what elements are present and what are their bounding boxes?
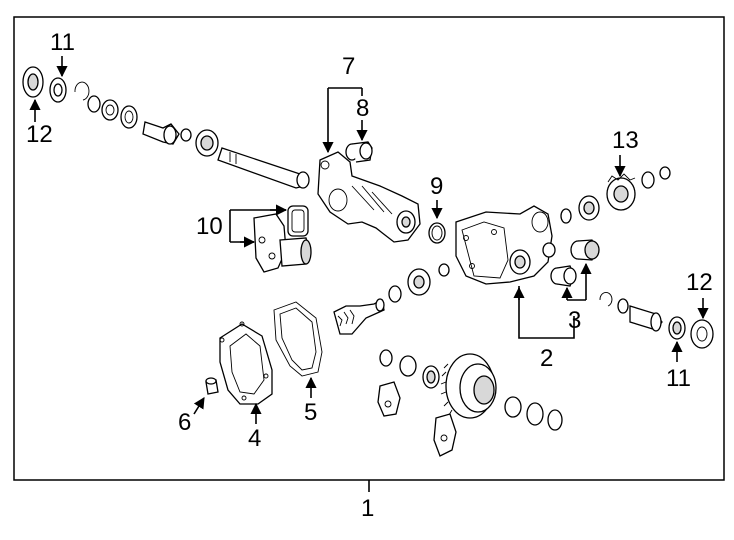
bushing-3a (550, 265, 577, 287)
right-ring-a (560, 208, 572, 224)
right-inner-shaft (629, 305, 663, 332)
callout-5: 5 (304, 399, 317, 426)
leader-7 (328, 87, 362, 152)
pinion-bearing (407, 268, 431, 296)
left-small-ring (180, 128, 192, 142)
callout-13: 13 (612, 127, 639, 154)
lower-ring-d (526, 402, 544, 426)
right-snap-ring (599, 292, 613, 307)
left-washer-c-inner (124, 110, 134, 124)
actuator-seal (287, 205, 309, 237)
callout-11-right: 11 (666, 365, 691, 392)
left-bearing (195, 129, 219, 157)
left-washer-c (120, 105, 138, 129)
right-bearing-11 (668, 316, 686, 340)
lower-bearing (422, 365, 440, 389)
left-snap-ring (74, 81, 90, 101)
cover-gasket-5 (273, 301, 323, 377)
pinion-ring-a (438, 263, 450, 277)
left-axle-seal-12 (22, 66, 44, 98)
lower-ring-b (399, 355, 417, 377)
callout-4: 4 (248, 425, 261, 452)
fill-plug-6 (205, 377, 219, 395)
callout-6: 6 (178, 409, 191, 436)
left-washer-a (87, 95, 101, 113)
callout-7: 7 (342, 53, 355, 80)
o-ring-9 (428, 222, 446, 244)
bearing-cap-a (377, 381, 401, 417)
left-washer-b (101, 99, 119, 121)
right-seal-12 (690, 319, 714, 349)
side-gear-13 (606, 173, 636, 211)
leader-2 (518, 286, 575, 339)
differential-housing-2 (455, 205, 556, 285)
callout-12-right: 12 (686, 269, 713, 296)
callout-8: 8 (356, 95, 369, 122)
lower-ring-a (379, 349, 393, 367)
callout-11-left: 11 (50, 29, 75, 56)
callout-9: 9 (430, 173, 443, 200)
bearing-cap-b (433, 413, 457, 457)
diff-cover-4 (219, 321, 273, 405)
callout-12-left: 12 (26, 121, 53, 148)
callout-10: 10 (196, 213, 223, 240)
lower-ring-c (504, 396, 522, 418)
pinion-ring-b (388, 285, 402, 303)
diagram-frame (13, 16, 725, 481)
pinion-gear (333, 298, 385, 335)
callout-2: 2 (540, 345, 553, 372)
actuator-10 (253, 213, 312, 273)
right-ring-b (641, 171, 655, 189)
leader-6 (193, 397, 205, 415)
right-washer (617, 298, 629, 314)
bushing-3b (570, 239, 600, 261)
callout-3: 3 (568, 307, 581, 334)
left-washer-b-inner (105, 104, 115, 116)
left-long-shaft (217, 147, 310, 189)
right-ring-c (659, 166, 671, 180)
left-axle-bearing-11 (49, 77, 67, 103)
carrier-bracket-7 (317, 151, 421, 243)
bushing-8 (345, 141, 373, 163)
left-inner-shaft (142, 121, 180, 145)
callout-1: 1 (361, 495, 374, 522)
right-bearing-a (578, 195, 600, 221)
ring-gear (440, 353, 497, 419)
lower-ring-e (547, 409, 563, 431)
